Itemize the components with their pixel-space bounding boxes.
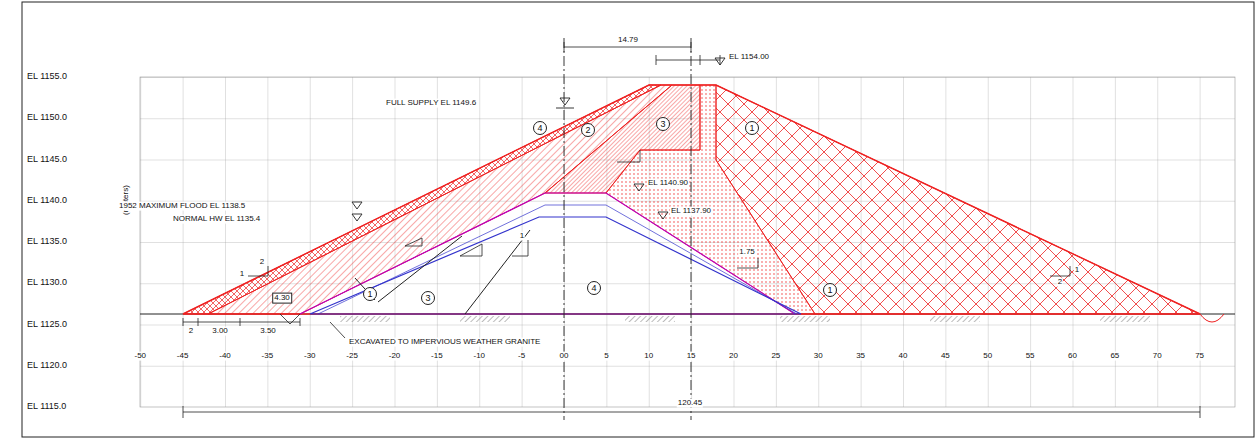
tick-label: 70 [1152,352,1163,361]
tick-label: -35 [261,352,275,361]
slope-label: 2 [259,258,265,267]
ground-hatch [340,316,1150,322]
existing-crest-line [300,193,795,314]
tick-label: -20 [388,352,402,361]
riprap [183,85,661,314]
callout-number: 4 [533,121,547,135]
tick-label: 45 [940,352,951,361]
elevation-label: EL 1125.0 [26,320,68,330]
tick-label: 65 [1109,352,1120,361]
water-level-label: 1952 MAXIMUM FLOOD EL 1138.5 [118,202,246,211]
tick-label: 10 [643,352,654,361]
elevation-label: EL 1155.0 [26,72,68,82]
dimension: 2 [188,327,194,336]
tick-label: 60 [1067,352,1078,361]
elevation-label: EL 1145.0 [26,155,68,165]
water-level-markers [352,58,725,221]
slope-label: 1 [1074,266,1080,275]
dam-outline [183,85,1200,314]
elevation-label: EL 1130.0 [26,278,68,288]
tick-label: -25 [345,352,359,361]
tick-label: 00 [559,352,570,361]
tick-label: -5 [517,352,526,361]
elevation-label: EL 1120.0 [26,361,68,371]
zone-2 [208,85,672,314]
callout-number: 1 [363,287,377,301]
tick-label: 15 [686,352,697,361]
tick-label: 35 [855,352,866,361]
callout-number: 2 [581,123,595,137]
slope-label: 2 [1057,278,1063,287]
slope-label: 1 [519,232,525,241]
callout-number: 3 [421,291,435,305]
note: EXCAVATED TO IMPERVIOUS WEATHER GRANITE [348,338,541,347]
dimension-lines [183,42,1200,418]
callout-number: 3 [656,117,670,131]
elevation-label: EL 1154.00 [728,53,770,62]
dimension: 3.50 [259,327,277,336]
frame [22,2,1254,437]
grid [140,77,1235,407]
tick-label: -30 [303,352,317,361]
water-level-label: NORMAL HW EL 1135.4 [172,215,261,224]
tick-label: -45 [176,352,190,361]
elevation-label: EL 1140.90 [647,179,689,188]
elevation-label: EL 1137.90 [670,207,712,216]
elevation-label: EL 1115.0 [26,402,67,412]
callout-number: 1 [823,283,837,297]
water-level-label: FULL SUPPLY EL 1149.6 [385,99,477,108]
tick-label: 55 [1025,352,1036,361]
tick-label: 20 [728,352,739,361]
elevation-label: EL 1140.0 [26,196,68,206]
tick-label: 50 [982,352,993,361]
dimension: 4.30 [272,293,292,304]
tick-label: -15 [430,352,444,361]
dimension: 120.45 [677,399,703,408]
tick-label: 30 [813,352,824,361]
tick-label: -40 [218,352,232,361]
tick-label: -50 [133,352,147,361]
tick-label: 75 [1194,352,1205,361]
existing-dam [310,217,801,314]
callout-number: 4 [587,281,601,295]
slope-label: 1.75 [738,248,756,257]
tick-label: 40 [898,352,909,361]
elevation-label: EL 1135.0 [26,237,68,247]
axis-unit: (meters) [122,184,131,216]
elevation-label: EL 1150.0 [26,113,68,123]
dimension: 14.79 [617,36,639,45]
tick-label: 25 [770,352,781,361]
dimension: 3.00 [211,327,229,336]
tick-label: 5 [603,352,609,361]
callout-number: 1 [745,121,759,135]
slope-label: 1 [239,270,245,279]
tick-label: -10 [472,352,486,361]
